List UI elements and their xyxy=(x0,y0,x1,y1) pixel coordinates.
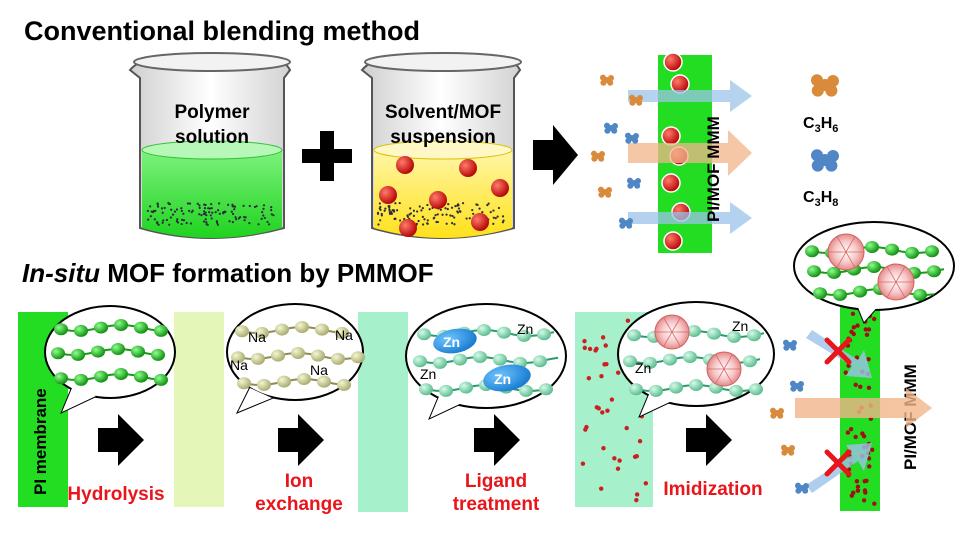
step-ligand-line1: Ligand xyxy=(465,471,527,492)
pi-membrane-label: PI membrane xyxy=(31,388,50,495)
mof-particle xyxy=(661,173,681,193)
mof-particle xyxy=(429,191,447,209)
propylene-legend-icon xyxy=(811,74,839,97)
bottom-title: In-situ MOF formation by PMMOF xyxy=(22,258,434,288)
propane-molecule xyxy=(795,482,809,494)
mof-particle xyxy=(399,219,417,237)
propylene-molecule xyxy=(591,150,605,162)
svg-text:Na: Na xyxy=(310,362,328,378)
propane-molecule xyxy=(619,217,633,229)
mof-particle xyxy=(471,213,489,231)
arrow-to-membrane xyxy=(533,125,578,185)
step-imidization: Imidization xyxy=(663,479,762,500)
panel-hydrolyzed xyxy=(174,312,224,507)
step-ion-exchange-line2: exchange xyxy=(255,494,343,515)
mof-particle xyxy=(663,52,683,72)
beaker-polymer-solution xyxy=(128,52,292,239)
propane-molecule xyxy=(604,122,618,134)
top-title: Conventional blending method xyxy=(24,16,420,46)
propane-molecule xyxy=(783,339,797,351)
svg-text:Na: Na xyxy=(230,357,248,373)
step-ligand-line2: treatment xyxy=(453,494,540,515)
svg-text:Zn: Zn xyxy=(732,318,748,334)
mof-particle xyxy=(379,186,397,204)
svg-text:Zn: Zn xyxy=(635,360,651,376)
bubble-final-mmm xyxy=(793,221,955,324)
mof-particle xyxy=(459,159,477,177)
svg-text:Zn: Zn xyxy=(494,371,511,387)
blocked-cross-icon xyxy=(824,337,852,477)
gas-propylene-label: C3H6 xyxy=(803,115,838,135)
beaker2-label-line1: Solvent/MOF xyxy=(385,102,501,123)
propylene-molecule xyxy=(629,94,643,106)
propylene-molecule xyxy=(598,186,612,198)
mof-particle xyxy=(396,156,414,174)
beaker1-label-line1: Polymer xyxy=(175,102,251,123)
mof-particle xyxy=(663,231,683,251)
panel-ion-exchanged xyxy=(358,312,408,512)
propane-molecule xyxy=(627,177,641,189)
propane-molecule xyxy=(625,132,639,144)
propylene-molecule xyxy=(600,74,614,86)
step-ion-exchange-line1: Ion xyxy=(285,471,314,492)
top-membrane-label: PI/MOF MMM xyxy=(704,116,723,222)
step-arrows xyxy=(98,414,732,466)
beaker2-label-line2: suspension xyxy=(390,127,496,148)
propylene-molecule xyxy=(770,407,784,419)
svg-text:Zn: Zn xyxy=(517,321,533,337)
propane-legend-icon xyxy=(811,149,839,172)
bubble-pi-chains xyxy=(44,305,176,415)
svg-text:Zn: Zn xyxy=(443,334,460,350)
zn-cluster xyxy=(433,328,477,354)
propylene-molecule xyxy=(781,444,795,456)
gas-propane-label: C3H8 xyxy=(803,189,838,209)
step-hydrolysis: Hydrolysis xyxy=(67,484,164,505)
mof-particle xyxy=(491,179,509,197)
svg-text:Zn: Zn xyxy=(420,366,436,382)
mof-particle xyxy=(661,126,681,146)
propane-molecule xyxy=(790,380,804,392)
beaker1-label-line2: solution xyxy=(175,127,249,148)
svg-text:Na: Na xyxy=(335,327,353,343)
zn-cluster xyxy=(483,364,531,392)
plus-sign xyxy=(302,131,352,181)
beaker-mof-suspension xyxy=(360,52,522,239)
permeation-arrows-top xyxy=(628,80,752,234)
svg-text:Na: Na xyxy=(248,329,266,345)
